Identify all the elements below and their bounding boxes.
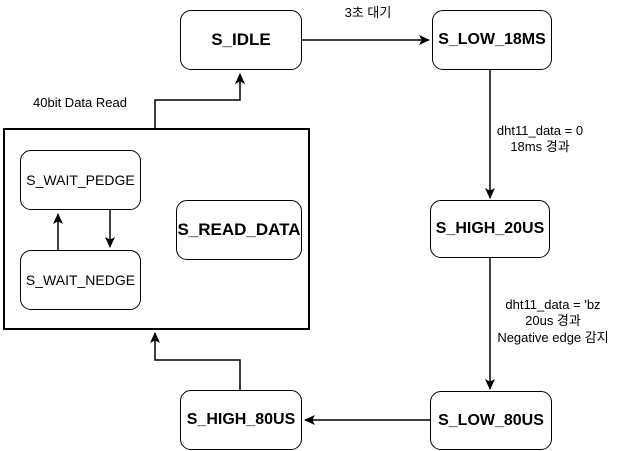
transition-label-low18ms-to-high20us: dht11_data = 0 18ms 경과: [496, 123, 584, 155]
state-label: S_LOW_80US: [438, 411, 544, 429]
state-label: S_WAIT_PEDGE: [26, 172, 135, 188]
state-s-read-data: S_READ_DATA: [176, 200, 302, 260]
state-s-wait-pedge: S_WAIT_PEDGE: [20, 150, 141, 210]
edge-high80us-to-group: [150, 332, 241, 390]
transition-label-high20us-to-low80us: dht11_data = 'bz 20us 경과 Negative edge 감…: [497, 297, 609, 345]
state-label: S_READ_DATA: [177, 220, 301, 239]
state-s-low-18ms: S_LOW_18MS: [432, 10, 552, 70]
transition-label-idle-to-low18ms: 3초 대기: [344, 5, 392, 20]
group-box-40bit-data-read: [3, 128, 310, 330]
state-s-high-80us: S_HIGH_80US: [180, 390, 302, 450]
state-s-high-20us: S_HIGH_20US: [430, 200, 550, 258]
group-label: 40bit Data Read: [33, 95, 127, 110]
state-s-wait-nedge: S_WAIT_NEDGE: [20, 250, 141, 310]
state-s-idle: S_IDLE: [180, 10, 302, 70]
state-s-low-80us: S_LOW_80US: [430, 391, 552, 450]
edge-group-to-idle: [154, 73, 245, 128]
state-label: S_LOW_18MS: [438, 31, 546, 48]
state-label: S_IDLE: [211, 30, 271, 49]
state-label: S_WAIT_NEDGE: [25, 272, 136, 288]
state-label: S_HIGH_80US: [186, 411, 296, 428]
state-label: S_HIGH_20US: [435, 220, 545, 237]
